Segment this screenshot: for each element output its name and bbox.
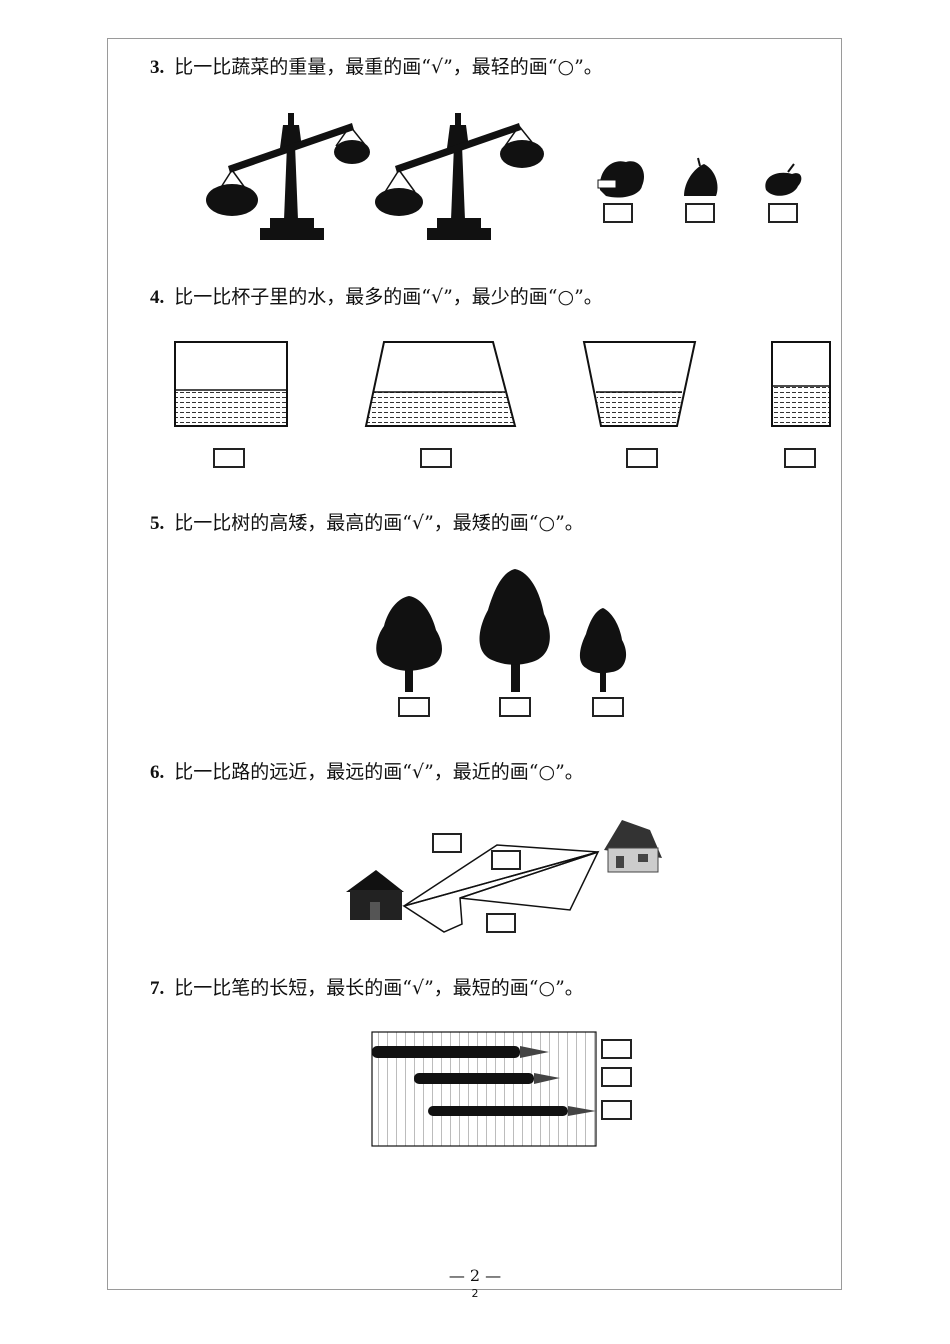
answer-box-vegetable[interactable]	[685, 203, 715, 223]
answer-box-cup-2[interactable]	[420, 448, 452, 468]
page-number: 2	[471, 1287, 479, 1300]
question-number: 6.	[150, 762, 165, 783]
answer-box-cabbage[interactable]	[603, 203, 633, 223]
answer-box-pencil-3[interactable]	[601, 1100, 632, 1120]
answer-box-cup-4[interactable]	[784, 448, 816, 468]
question-4: 4. 比一比杯子里的水，最多的画“√”，最少的画“○”。	[150, 282, 603, 309]
question-3: 3. 比一比蔬菜的重量，最重的画“√”，最轻的画“○”。	[150, 52, 603, 79]
house-left-icon	[346, 870, 404, 920]
question-number: 4.	[150, 287, 165, 308]
cup-4-illustration	[771, 341, 831, 427]
page-label: — 2 —	[448, 1266, 502, 1285]
pencil-3-icon	[428, 1106, 596, 1116]
cup-2-illustration	[364, 341, 517, 427]
cup-1-illustration	[174, 341, 288, 427]
answer-box-path-middle[interactable]	[491, 850, 521, 870]
answer-box-tree-1[interactable]	[398, 697, 430, 717]
question-number: 7.	[150, 978, 165, 999]
vegetable-icon	[684, 157, 718, 196]
pencil-1-icon	[372, 1046, 549, 1058]
scale-1-illustration	[206, 113, 370, 240]
question-5: 5. 比一比树的高矮，最高的画“√”，最矮的画“○”。	[150, 508, 584, 535]
cup-3-illustration	[582, 341, 697, 427]
answer-box-pencil-2[interactable]	[601, 1067, 632, 1087]
question-number: 3.	[150, 57, 165, 78]
question-text: 比一比笔的长短，最长的画“√”，最短的画“○”。	[174, 977, 584, 999]
pencil-2-icon	[414, 1073, 560, 1084]
cabbage-icon	[597, 161, 645, 198]
scale-2-illustration	[375, 113, 544, 240]
question-text: 比一比树的高矮，最高的画“√”，最矮的画“○”。	[174, 512, 584, 534]
page-frame	[107, 38, 842, 1290]
answer-box-eggplant[interactable]	[768, 203, 798, 223]
answer-box-cup-3[interactable]	[626, 448, 658, 468]
tree-3-icon	[579, 608, 627, 692]
answer-box-pencil-1[interactable]	[601, 1039, 632, 1059]
question-number: 5.	[150, 513, 165, 534]
answer-box-tree-3[interactable]	[592, 697, 624, 717]
question-7: 7. 比一比笔的长短，最长的画“√”，最短的画“○”。	[150, 973, 584, 1000]
question-text: 比一比杯子里的水，最多的画“√”，最少的画“○”。	[174, 286, 603, 308]
answer-box-cup-1[interactable]	[213, 448, 245, 468]
road-paths	[402, 844, 600, 933]
tree-1-icon	[376, 596, 442, 692]
tree-2-icon	[479, 569, 550, 692]
question-text: 比一比路的远近，最远的画“√”，最近的画“○”。	[174, 761, 584, 783]
answer-box-tree-2[interactable]	[499, 697, 531, 717]
eggplant-icon	[765, 163, 802, 196]
answer-box-path-top[interactable]	[432, 833, 462, 853]
answer-box-path-bottom[interactable]	[486, 913, 516, 933]
question-text: 比一比蔬菜的重量，最重的画“√”，最轻的画“○”。	[174, 56, 603, 78]
question-6: 6. 比一比路的远近，最远的画“√”，最近的画“○”。	[150, 757, 584, 784]
house-right-icon	[604, 820, 662, 873]
